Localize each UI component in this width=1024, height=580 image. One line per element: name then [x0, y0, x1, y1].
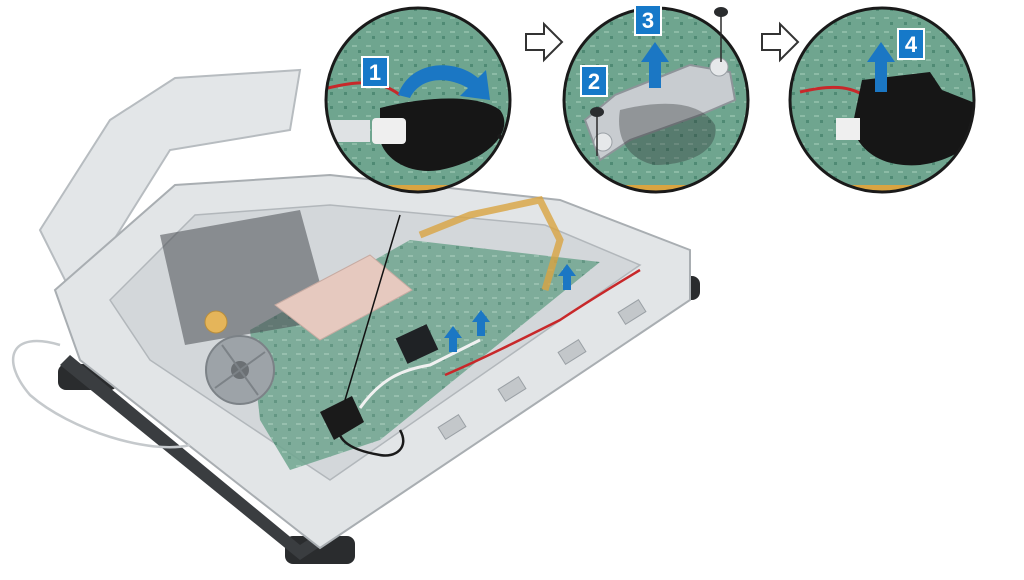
chassis-bottom-edge — [60, 290, 690, 560]
screw-icon — [590, 107, 604, 156]
hollow-right-arrow-icon — [761, 21, 800, 63]
callout-step-4 — [788, 6, 976, 194]
laptop-base — [12, 68, 700, 564]
hollow-right-arrow-icon — [525, 21, 564, 63]
step-badge-4: 4 — [897, 28, 925, 60]
callout-step-2-3 — [562, 6, 750, 194]
fan-blades — [214, 344, 266, 396]
step-badge-1: 1 — [361, 56, 389, 88]
callout-leader-line — [344, 214, 401, 401]
up-arrow-icon — [444, 264, 576, 352]
side-ports — [437, 299, 647, 440]
curved-arrow-icon — [398, 65, 490, 100]
step-number: 4 — [905, 32, 918, 57]
coin-battery — [204, 310, 228, 334]
step-number: 1 — [369, 60, 381, 85]
red-wire — [444, 268, 641, 377]
step-number: 3 — [642, 8, 654, 33]
up-arrow-icon — [867, 42, 895, 92]
step-badge-2: 2 — [580, 65, 608, 97]
ssd-module — [274, 254, 413, 341]
cpu — [395, 324, 439, 364]
heat-pipe — [418, 196, 564, 292]
step-number: 2 — [588, 69, 600, 94]
up-arrow-icon — [641, 42, 669, 88]
taped-connector — [320, 396, 364, 440]
antenna-cable-loop — [12, 339, 191, 449]
step-badge-3: 3 — [634, 4, 662, 36]
screw-icon — [714, 7, 728, 62]
white-cable — [358, 338, 481, 409]
callout-step-1 — [324, 6, 512, 194]
